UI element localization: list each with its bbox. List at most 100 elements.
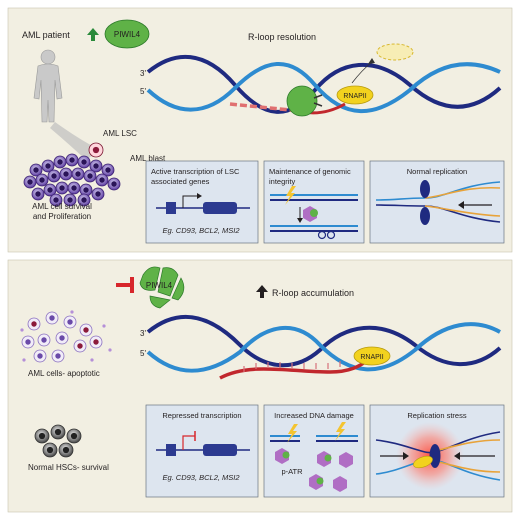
- bottom-box-dna-damage: Increased DNA damage p-ATR: [263, 404, 365, 498]
- r-loop-resolution-title: R-loop resolution: [248, 32, 316, 42]
- top-panel: AML patient PIWIL4 R-loop resolution AML…: [7, 7, 513, 253]
- normal-hsc-label: Normal HSCs- survival: [28, 463, 109, 472]
- bottom-rnap-label: RNAPII: [360, 354, 383, 361]
- aml-blast-cell: [95, 173, 109, 187]
- apoptotic-cell: [33, 349, 47, 363]
- hsc-cell: [34, 428, 50, 444]
- survival-line2: and Proliferation: [33, 212, 91, 221]
- collision-arrow-right-icon: [403, 452, 409, 460]
- collision-rnap-icon: [413, 455, 433, 469]
- top-box-transcription: Active transcription of LSC associated g…: [145, 160, 259, 244]
- apoptotic-fragment: [102, 324, 106, 328]
- replisome-icon: [420, 207, 430, 225]
- bottom-piwil4-label: PIWIL4: [146, 281, 173, 290]
- aml-blast-cluster: [23, 142, 121, 207]
- collision-arrow-left-icon: [454, 452, 460, 460]
- stalled-replisome-icon: [429, 444, 441, 468]
- replisome-icon: [420, 180, 430, 198]
- bottom-r-loop-rna: [219, 358, 370, 380]
- top-dna-helix: 3' 5': [140, 54, 502, 115]
- apoptotic-cell: [51, 349, 65, 363]
- aml-blast-cell: [55, 181, 69, 195]
- box2-title-line2: integrity: [269, 177, 296, 186]
- release-arrowhead-icon: [368, 58, 375, 64]
- aml-blast-cell: [91, 187, 105, 201]
- aml-apoptotic-label: AML cells- apoptotic: [28, 369, 100, 378]
- inhibition-icon: [116, 277, 134, 293]
- aml-blast-cell: [31, 187, 45, 201]
- aml-blast-cell: [35, 173, 49, 187]
- top-strand-3-label: 3': [140, 69, 146, 78]
- box1-title-line2: associated genes: [151, 177, 210, 186]
- bottom-dna-strand-dark: [146, 314, 502, 368]
- bottom-panel: PIWIL4 R-loop accumulation AML cells- ap…: [7, 259, 513, 513]
- top-box-genomic-integrity: Maintenance of genomic integrity: [263, 160, 365, 244]
- magnify-beam: [50, 122, 100, 160]
- replication-direction-arrow-icon: [458, 201, 464, 209]
- top-dna-strand-dark: [146, 54, 502, 114]
- bottom-dna-strand-light: [146, 322, 501, 373]
- aml-blast-cell: [107, 177, 121, 191]
- aml-blast-cell: [41, 159, 55, 173]
- p-atr-label: p-ATR: [281, 467, 303, 476]
- released-rnap-ghost: [376, 43, 414, 61]
- apoptotic-cell-cluster: [20, 310, 112, 363]
- bottom-strand-5-label: 5': [140, 349, 146, 358]
- normal-hsc-cluster: [34, 424, 82, 458]
- bottom-rnap-ii: RNAPII: [353, 346, 391, 366]
- apoptotic-cell: [45, 311, 59, 325]
- aml-blast-cell: [77, 193, 91, 207]
- aml-blast-cell: [89, 159, 103, 173]
- bottom-box-repressed-transcription: Repressed transcription Eg. CD93, BCL2, …: [145, 404, 259, 498]
- top-strand-5-label: 5': [140, 87, 146, 96]
- aml-blast-cell: [49, 193, 63, 207]
- aml-blast-cell: [43, 183, 57, 197]
- hsc-cell: [66, 428, 82, 444]
- aml-patient-label: AML patient: [22, 30, 70, 40]
- box6-title: Replication stress: [407, 411, 466, 420]
- apoptotic-cell: [79, 323, 93, 337]
- apoptotic-fragment: [22, 358, 26, 362]
- aml-blast-cell: [83, 169, 97, 183]
- accumulation-up-arrow-icon: [256, 285, 268, 298]
- survival-line1: AML cell survival: [32, 202, 92, 211]
- box1-genes: Eg. CD93, BCL2, MSI2: [162, 226, 240, 235]
- bottom-strand-3-label: 3': [140, 329, 146, 338]
- apoptotic-cell: [27, 317, 41, 331]
- aml-blast-cell: [71, 167, 85, 181]
- patient-figure-icon: [33, 49, 63, 123]
- apoptotic-cell: [37, 333, 51, 347]
- aml-blast-cell: [63, 193, 77, 207]
- hsc-cell: [50, 424, 66, 440]
- apoptotic-fragment: [90, 358, 94, 362]
- aml-blast-cell: [53, 155, 67, 169]
- apoptotic-cell: [55, 331, 69, 345]
- damage-bolt-icon: [287, 424, 298, 443]
- broken-piwil4-protein: PIWIL4: [139, 266, 185, 309]
- top-piwil4-on-dna: [286, 85, 323, 117]
- apoptotic-fragment: [70, 310, 74, 314]
- bottom-box-replication-stress: Replication stress: [369, 404, 505, 498]
- aml-lsc-label: AML LSC: [103, 129, 137, 138]
- upregulated-arrow-icon: [87, 28, 99, 41]
- piwil4-label: PIWIL4: [114, 30, 141, 39]
- box4-title: Repressed transcription: [162, 411, 241, 420]
- box5-title: Increased DNA damage: [274, 411, 354, 420]
- top-degraded-rna: [229, 102, 301, 113]
- box2-title-line1: Maintenance of genomic: [269, 167, 351, 176]
- hsc-cell: [58, 442, 74, 458]
- aml-blast-cell: [47, 169, 61, 183]
- r-loop-accumulation-title: R-loop accumulation: [272, 288, 354, 298]
- aml-blast-label: AML blast: [130, 154, 166, 163]
- apoptotic-fragment: [108, 348, 112, 352]
- aml-blast-cell: [65, 153, 79, 167]
- hsc-cell: [42, 442, 58, 458]
- top-dna-strand-light: [146, 61, 501, 114]
- top-box-normal-replication: Normal replication: [369, 160, 505, 244]
- aml-blast-cell: [29, 163, 43, 177]
- apoptotic-cell: [21, 335, 35, 349]
- aml-blast-cell: [77, 155, 91, 169]
- aml-blast-cell: [67, 181, 81, 195]
